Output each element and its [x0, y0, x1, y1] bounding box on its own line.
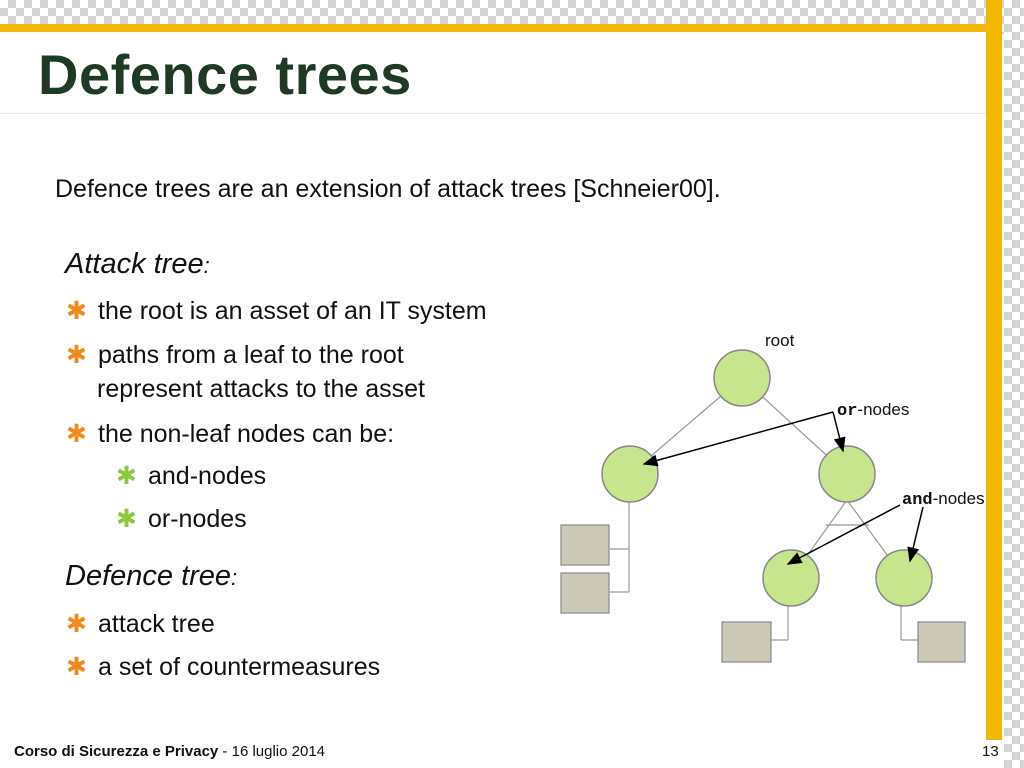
slide-panel: [0, 32, 986, 740]
defence-tree-heading-text: Defence tree: [65, 560, 232, 592]
countermeasure-box: [560, 572, 610, 614]
bullet-paths-continuation: represent attacks to the asset: [97, 375, 425, 403]
subbullet-text: and-nodes: [148, 462, 267, 490]
and-code: and: [902, 491, 933, 510]
subbullet-star-icon: ✱: [116, 505, 137, 533]
defence-tree-diagram: root or-nodes and-nodes: [560, 331, 985, 663]
and-arrow-left: [786, 504, 901, 565]
accent-bar-right: [986, 0, 1002, 740]
bullet-root-asset: ✱ the root is an asset of an IT system: [66, 294, 487, 329]
slide-title: Defence trees: [38, 43, 412, 106]
bullet-non-leaf-nodes: ✱ the non-leaf nodes can be:: [66, 417, 394, 452]
attack-tree-heading-text: Attack tree: [65, 248, 204, 280]
bullet-attack-tree: ✱ attack tree: [66, 607, 215, 642]
or-arrow-right: [832, 411, 846, 453]
countermeasure-box: [560, 524, 610, 566]
bullet-star-icon: ✱: [66, 297, 87, 325]
or-arrow-left: [642, 411, 834, 467]
and-arrow-right: [907, 506, 924, 563]
footer-course: Corso di Sicurezza e Privacy: [14, 743, 219, 760]
bullet-text: the root is an asset of an IT system: [98, 297, 487, 325]
page-number: 13: [982, 743, 999, 760]
countermeasure-box: [917, 621, 966, 663]
or-nodes-label: or-nodes: [837, 400, 909, 421]
bullet-star-icon: ✱: [66, 653, 87, 681]
subbullet-star-icon: ✱: [116, 462, 137, 490]
tree-node-left: [601, 445, 659, 503]
footer-date: - 16 luglio 2014: [218, 743, 326, 760]
title-divider: [0, 113, 986, 114]
root-label: root: [765, 331, 795, 350]
or-suffix: -nodes: [857, 400, 909, 419]
checkered-right-border: [1004, 0, 1024, 768]
bullet-paths: ✱ paths from a leaf to the root: [66, 338, 404, 373]
attack-tree-heading: Attack tree:: [65, 248, 210, 281]
tree-node-and-right: [875, 549, 933, 607]
defence-tree-heading: Defence tree:: [65, 560, 237, 593]
bullet-text: paths from a leaf to the root: [98, 341, 404, 369]
and-suffix: -nodes: [933, 489, 985, 508]
tree-node-right: [818, 445, 876, 503]
countermeasure-box: [721, 621, 772, 663]
bullet-text: a set of countermeasures: [98, 653, 381, 681]
subbullet-or-nodes: ✱ or-nodes: [116, 502, 247, 537]
bullet-text: the non-leaf nodes can be:: [98, 420, 395, 448]
tree-node-and-left: [762, 549, 820, 607]
slide-footer: Corso di Sicurezza e Privacy - 16 luglio…: [14, 743, 325, 760]
subbullet-text: or-nodes: [148, 505, 247, 533]
subbullet-and-nodes: ✱ and-nodes: [116, 459, 266, 494]
defence-tree-heading-colon: :: [231, 565, 238, 590]
or-code: or: [837, 402, 857, 421]
attack-tree-heading-colon: :: [203, 253, 210, 278]
bullet-countermeasures: ✱ a set of countermeasures: [66, 650, 380, 685]
bullet-star-icon: ✱: [66, 420, 87, 448]
bullet-text: attack tree: [98, 610, 215, 638]
intro-text: Defence trees are an extension of attack…: [55, 175, 721, 203]
accent-bar-top: [0, 24, 1000, 32]
tree-node-root: [713, 349, 771, 407]
bullet-star-icon: ✱: [66, 610, 87, 638]
bullet-star-icon: ✱: [66, 341, 87, 369]
and-nodes-label: and-nodes: [902, 489, 985, 510]
